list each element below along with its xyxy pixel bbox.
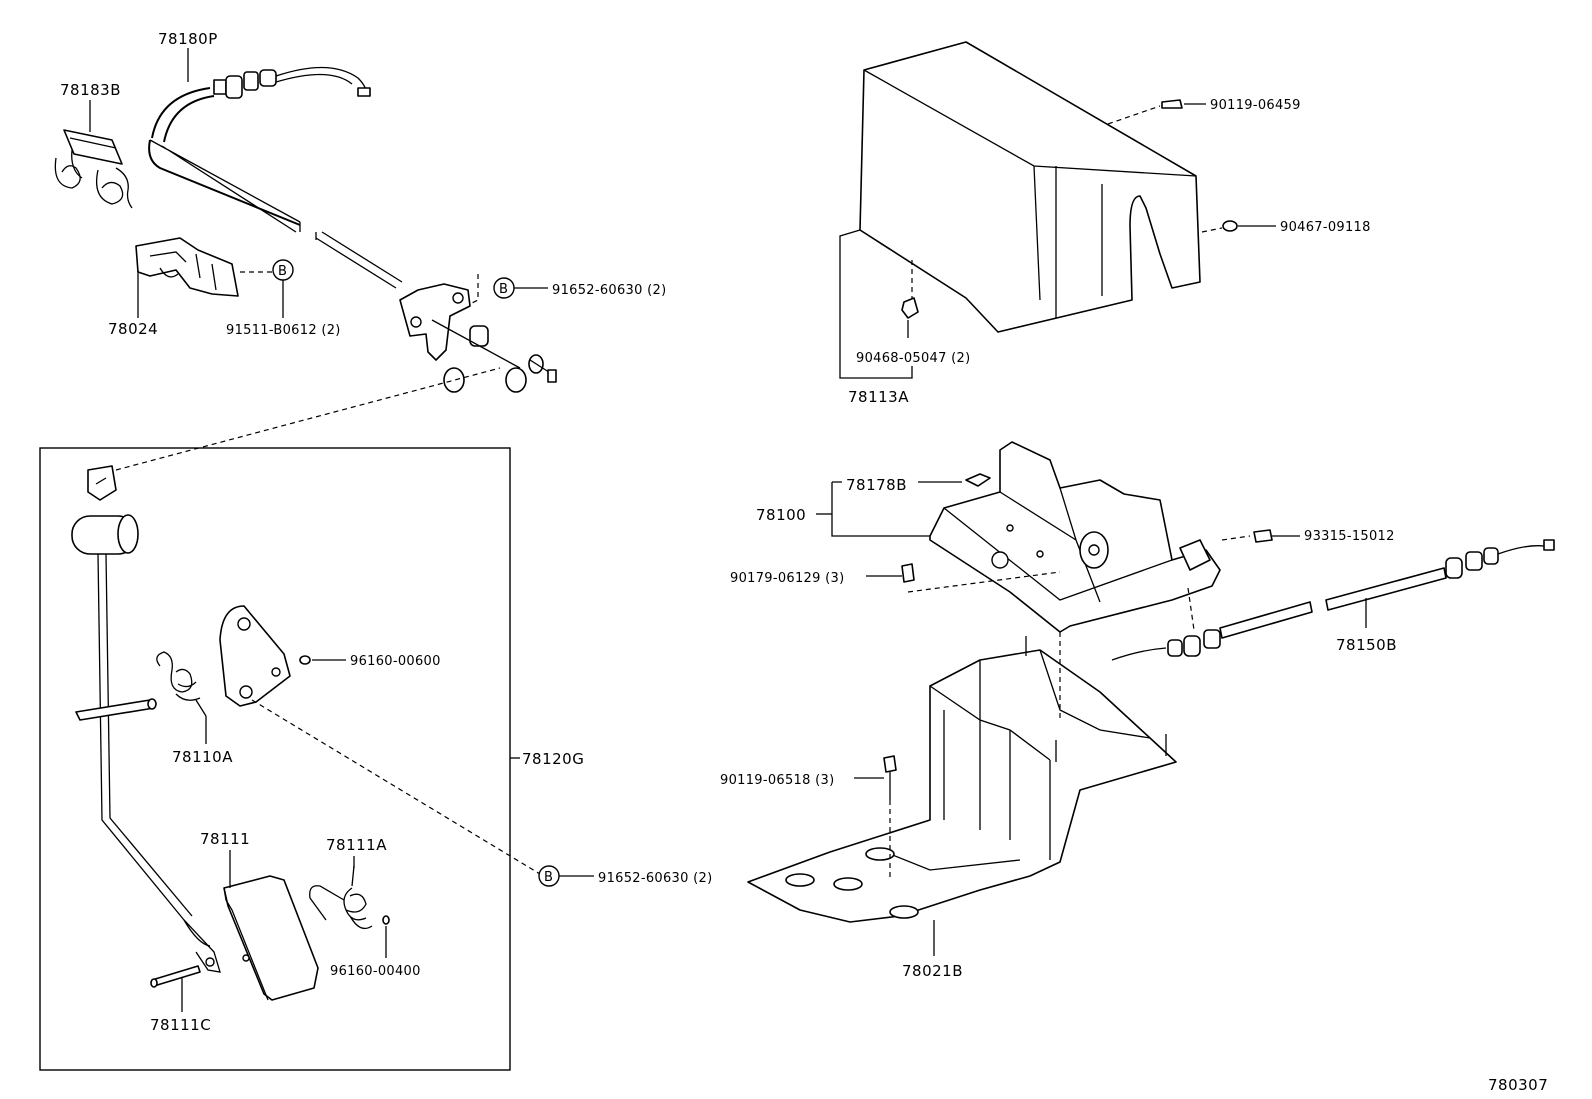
label-96160-00400: 96160-00400 — [330, 964, 421, 979]
label-90468-05047: 90468-05047 (2) — [856, 351, 970, 366]
base-plate-78021B — [747, 636, 1177, 923]
label-78111: 78111 — [200, 830, 250, 848]
callout-b-symbol: B — [278, 264, 287, 279]
label-78183B: 78183B — [60, 81, 121, 99]
label-78024: 78024 — [108, 320, 158, 338]
callout-b-symbol-top: B — [499, 282, 508, 297]
label-78111A: 78111A — [326, 836, 387, 854]
bracket-78024 — [135, 237, 239, 297]
shift-base-78100 — [929, 441, 1221, 633]
label-78180P: 78180P — [158, 30, 218, 48]
label-90467-09118: 90467-09118 — [1280, 220, 1371, 235]
label-90119-06459: 90119-06459 — [1210, 98, 1301, 113]
label-78178B: 78178B — [846, 476, 907, 494]
label-96160-00600: 96160-00600 — [350, 654, 441, 669]
callout-b-symbol-bottom: B — [544, 870, 553, 885]
pedal-bracket-plate — [219, 605, 291, 707]
pin-78111C — [150, 965, 201, 988]
label-91652-60630-bottom: 91652-60630 (2) — [598, 871, 712, 886]
label-78111C: 78111C — [150, 1016, 211, 1034]
label-91511-B0612: 91511-B0612 (2) — [226, 323, 341, 338]
pedal-assembly-box — [39, 447, 511, 1071]
accelerator-cable-upper — [148, 66, 403, 289]
label-90179-06129: 90179-06129 (3) — [730, 571, 844, 586]
accelerator-pedal-arm — [71, 465, 221, 973]
pedal-spring-78110A — [156, 651, 207, 717]
pad-spring-78111A — [309, 865, 373, 930]
cover-78113A — [839, 41, 1201, 368]
label-78150B: 78150B — [1336, 636, 1397, 654]
spring-clip-78183B — [54, 129, 133, 209]
label-78100: 78100 — [756, 506, 806, 524]
cable-end-linkage — [399, 283, 557, 393]
pedal-pad-78111 — [223, 875, 319, 1001]
label-91652-60630-top: 91652-60630 (2) — [552, 283, 666, 298]
label-78120G: 78120G — [522, 750, 584, 768]
label-90119-06518: 90119-06518 (3) — [720, 773, 834, 788]
label-78021B: 78021B — [902, 962, 963, 980]
diagram-id: 780307 — [1488, 1076, 1548, 1094]
label-93315-15012: 93315-15012 — [1304, 529, 1395, 544]
label-78110A: 78110A — [172, 748, 233, 766]
shift-cable-78150B — [1111, 539, 1555, 661]
label-78113A: 78113A — [848, 388, 909, 406]
